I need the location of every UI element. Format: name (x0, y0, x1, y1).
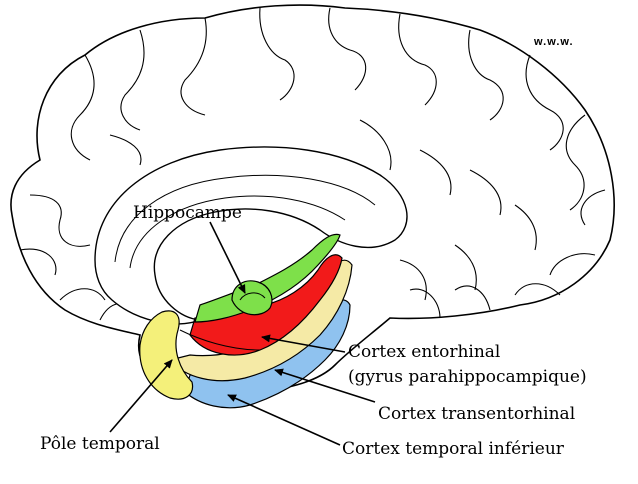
arrow-transentorhinal (274, 368, 376, 403)
label-pole-temporal: Pôle temporal (40, 434, 160, 454)
watermark: w.w.w. (534, 36, 574, 48)
arrow-temporal-inferieur (227, 394, 341, 446)
label-transentorhinal: Cortex transentorhinal (378, 404, 576, 424)
label-entorhinal-subtitle: (gyrus parahippocampique) (348, 367, 587, 387)
arrow-pole-temporal (109, 359, 173, 433)
label-temporal-inferieur: Cortex temporal inférieur (342, 439, 564, 459)
region-pole-temporal (139, 310, 194, 400)
sulci-lines (19, 7, 606, 321)
arrow-entorhinal (261, 334, 346, 353)
label-entorhinal: Cortex entorhinal (348, 342, 501, 362)
label-hippocampe: Hippocampe (133, 203, 242, 223)
arrow-hippocampe (209, 221, 246, 294)
label-arrows (109, 221, 376, 446)
